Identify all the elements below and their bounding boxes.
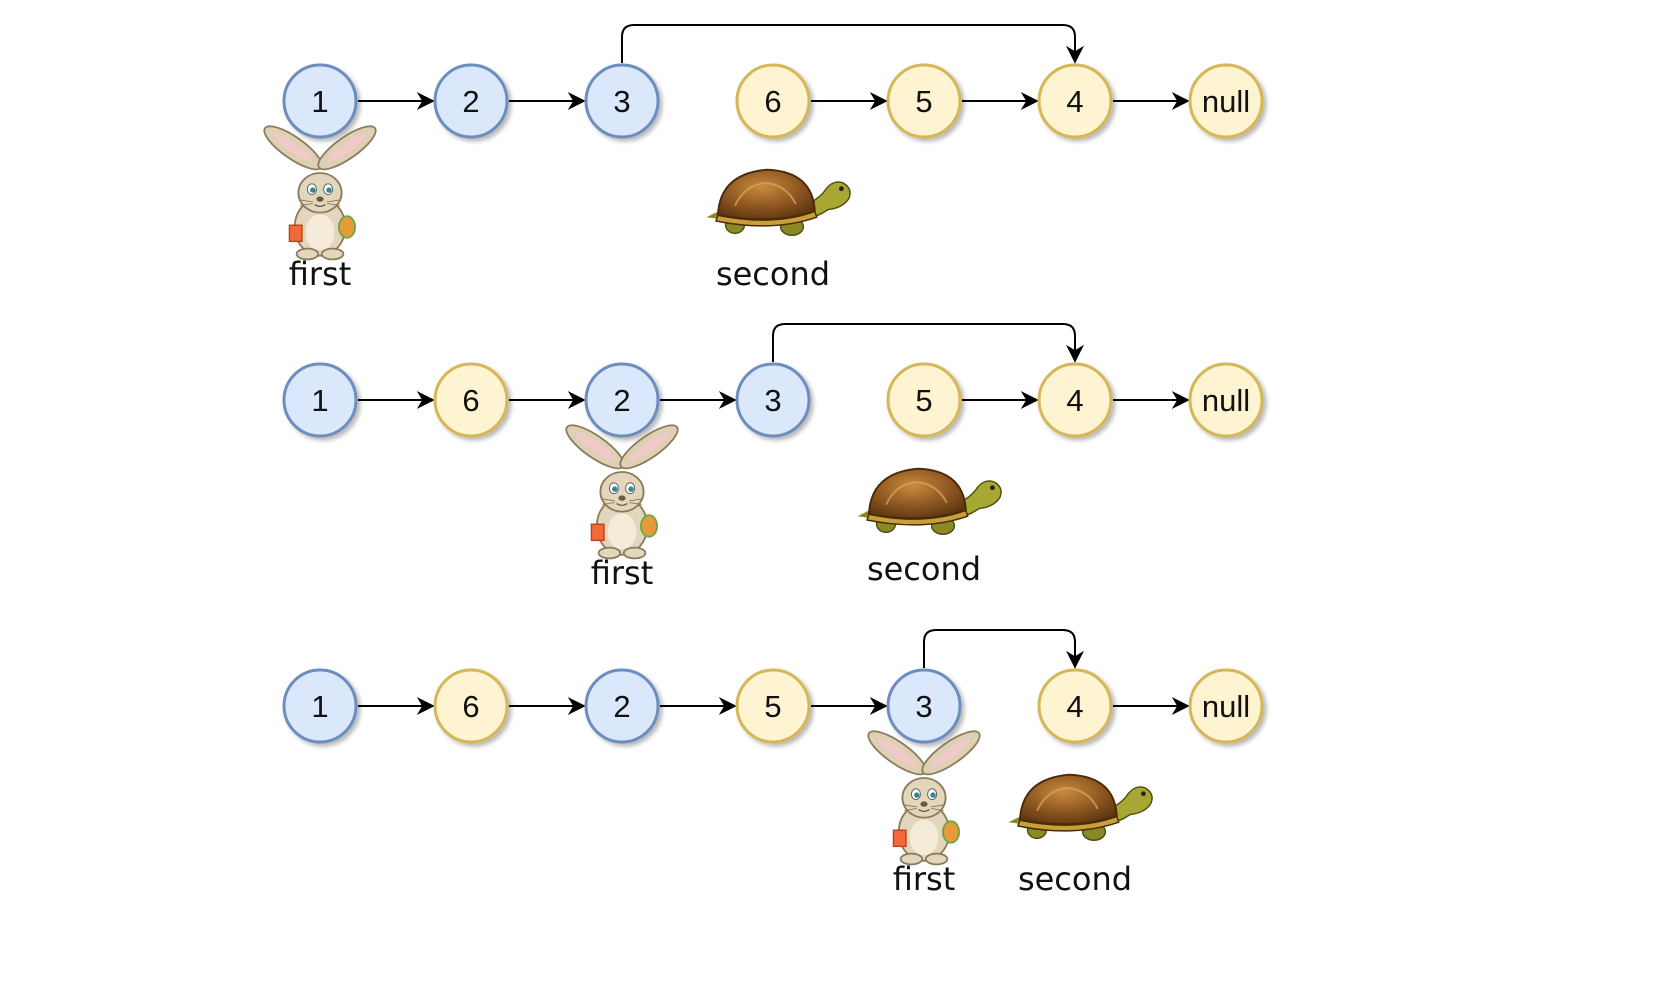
node-value: 6	[764, 84, 781, 119]
turtle-icon	[856, 467, 1003, 536]
diagram-content: 1 2 3 6 5 4 null first second 1 6 2 3 5 4 null first seco…	[257, 24, 1264, 898]
node-circle	[886, 668, 962, 744]
list-node: null	[1188, 63, 1264, 139]
jump-pointer-arrow	[621, 24, 1084, 64]
list-node: null	[1188, 668, 1264, 744]
list-node: 1	[282, 362, 358, 438]
list-node: 3	[584, 63, 660, 139]
node-value: 5	[915, 383, 932, 418]
node-value: 4	[1066, 689, 1083, 724]
node-value: 1	[311, 84, 328, 119]
jump-pointer-arrow	[923, 629, 1084, 669]
rabbit-icon	[559, 417, 685, 560]
node-value: 2	[462, 84, 479, 119]
node-value: null	[1202, 84, 1250, 119]
node-circle	[886, 63, 962, 139]
list-node: 4	[1037, 668, 1113, 744]
node-value: null	[1202, 689, 1250, 724]
node-circle	[1188, 63, 1264, 139]
second-pointer-label: second	[1018, 860, 1132, 898]
first-pointer-label: first	[289, 255, 352, 293]
node-value: 6	[462, 383, 479, 418]
node-value: 1	[311, 383, 328, 418]
node-value: 1	[311, 689, 328, 724]
turtle-icon	[1007, 773, 1154, 842]
node-circle	[1037, 63, 1113, 139]
node-value: null	[1202, 383, 1250, 418]
node-circle	[584, 63, 660, 139]
second-pointer-label: second	[867, 550, 981, 588]
node-circle	[433, 668, 509, 744]
node-circle	[282, 63, 358, 139]
list-node: 1	[282, 63, 358, 139]
list-node: 4	[1037, 362, 1113, 438]
row-3: 1 6 2 5 3 4 null first second	[282, 629, 1264, 898]
node-value: 3	[764, 383, 781, 418]
node-circle	[433, 362, 509, 438]
node-circle	[433, 63, 509, 139]
rabbit-icon	[861, 723, 987, 866]
jump-pointer-arrow	[772, 323, 1084, 363]
node-value: 4	[1066, 383, 1083, 418]
node-circle	[584, 362, 660, 438]
second-pointer-label: second	[716, 255, 830, 293]
first-pointer-label: first	[591, 554, 654, 592]
node-circle	[1188, 668, 1264, 744]
node-circle	[1037, 668, 1113, 744]
list-node: 2	[584, 362, 660, 438]
node-value: 2	[613, 689, 630, 724]
row-2: 1 6 2 3 5 4 null first second	[282, 323, 1264, 592]
list-node: 3	[735, 362, 811, 438]
list-node: 6	[735, 63, 811, 139]
node-circle	[735, 63, 811, 139]
node-circle	[282, 362, 358, 438]
list-node: 3	[886, 668, 962, 744]
list-node: 4	[1037, 63, 1113, 139]
node-value: 6	[462, 689, 479, 724]
list-node: 5	[886, 362, 962, 438]
node-circle	[282, 668, 358, 744]
node-circle	[735, 668, 811, 744]
row-1: 1 2 3 6 5 4 null first second	[257, 24, 1264, 293]
list-node: 5	[735, 668, 811, 744]
turtle-icon	[705, 168, 852, 237]
node-value: 2	[613, 383, 630, 418]
node-value: 3	[915, 689, 932, 724]
rabbit-icon	[257, 118, 383, 261]
list-node: 5	[886, 63, 962, 139]
node-circle	[1188, 362, 1264, 438]
list-node: 6	[433, 668, 509, 744]
list-node: 2	[584, 668, 660, 744]
node-circle	[584, 668, 660, 744]
node-value: 4	[1066, 84, 1083, 119]
node-value: 5	[915, 84, 932, 119]
node-circle	[886, 362, 962, 438]
list-node: 2	[433, 63, 509, 139]
list-node: null	[1188, 362, 1264, 438]
node-value: 3	[613, 84, 630, 119]
first-pointer-label: first	[893, 860, 956, 898]
node-circle	[735, 362, 811, 438]
list-node: 1	[282, 668, 358, 744]
node-circle	[1037, 362, 1113, 438]
list-node: 6	[433, 362, 509, 438]
node-value: 5	[764, 689, 781, 724]
